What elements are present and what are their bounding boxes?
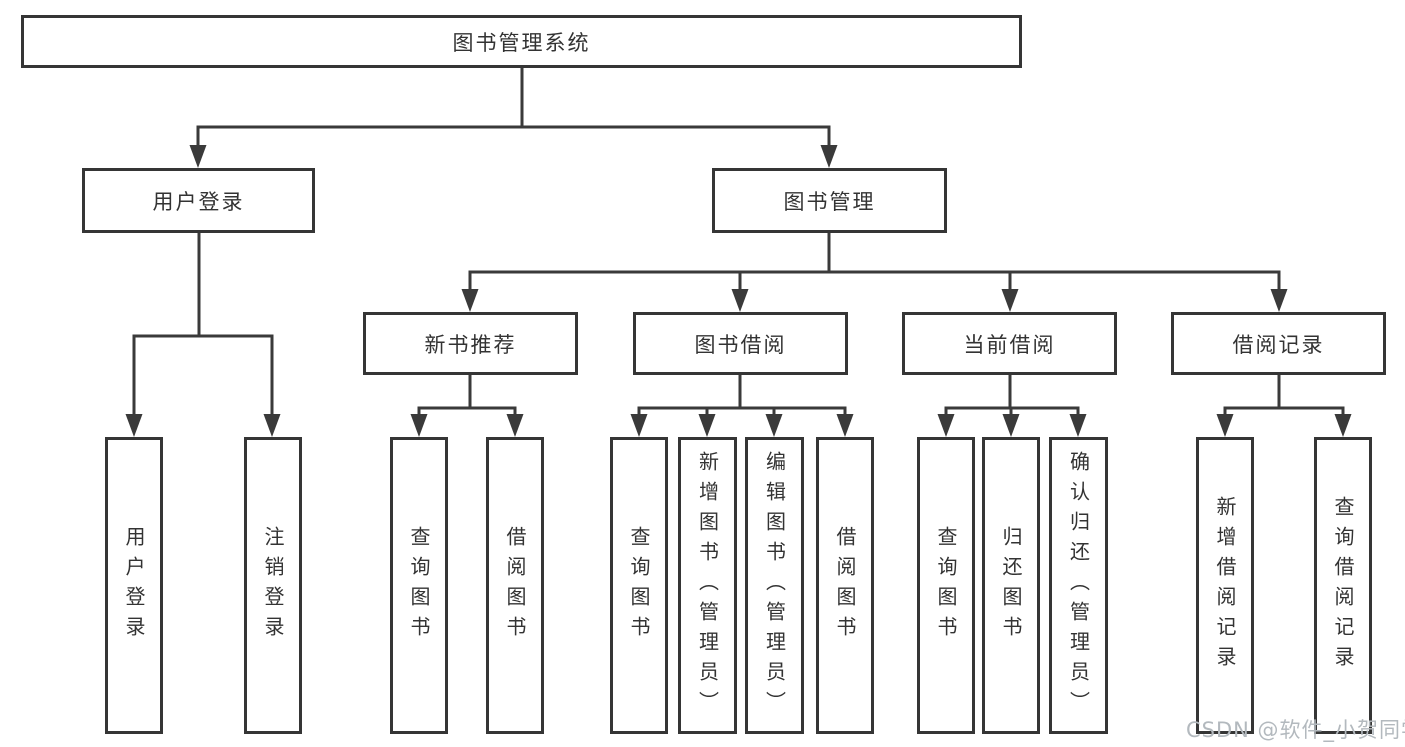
node-book-management: 图书管理 [712, 168, 947, 233]
leaf-label: 确认归还（管理员） [1066, 450, 1091, 721]
node-borrowing-records: 借阅记录 [1171, 312, 1386, 375]
node-user-login-leaf: 用户登录 [105, 437, 163, 734]
leaf-label: 借阅图书 [503, 525, 527, 646]
node-borrow-books-recommend: 借阅图书 [486, 437, 544, 734]
leaf-label: 编辑图书（管理员） [762, 450, 787, 721]
node-edit-books-admin: 编辑图书（管理员） [745, 437, 804, 734]
node-add-borrow-record: 新增借阅记录 [1196, 437, 1254, 734]
node-confirm-return-admin: 确认归还（管理员） [1049, 437, 1108, 734]
node-query-books-recommend: 查询图书 [390, 437, 448, 734]
node-new-book-recommend: 新书推荐 [363, 312, 578, 375]
leaf-label: 注销登录 [261, 525, 285, 646]
leaf-label: 查询图书 [627, 525, 651, 646]
node-current-borrowing: 当前借阅 [902, 312, 1117, 375]
leaf-label: 查询借阅记录 [1331, 495, 1355, 676]
leaf-label: 新增借阅记录 [1213, 495, 1237, 676]
node-add-books-admin: 新增图书（管理员） [678, 437, 737, 734]
leaf-label: 用户登录 [122, 525, 146, 646]
node-book-borrowing: 图书借阅 [633, 312, 848, 375]
leaf-label: 查询图书 [407, 525, 431, 646]
leaf-label: 查询图书 [934, 525, 958, 646]
node-library-management-system: 图书管理系统 [21, 15, 1022, 68]
node-return-books: 归还图书 [982, 437, 1040, 734]
csdn-watermark: CSDN @软件_小贺同学 [1186, 718, 1405, 742]
node-borrow-books-borrow: 借阅图书 [816, 437, 874, 734]
node-query-books-borrow: 查询图书 [610, 437, 668, 734]
leaf-label: 新增图书（管理员） [695, 450, 720, 721]
leaf-label: 归还图书 [999, 525, 1023, 646]
node-logout: 注销登录 [244, 437, 302, 734]
node-query-books-current: 查询图书 [917, 437, 975, 734]
node-user-login: 用户登录 [82, 168, 315, 233]
leaf-label: 借阅图书 [833, 525, 857, 646]
node-query-borrow-record: 查询借阅记录 [1314, 437, 1372, 734]
